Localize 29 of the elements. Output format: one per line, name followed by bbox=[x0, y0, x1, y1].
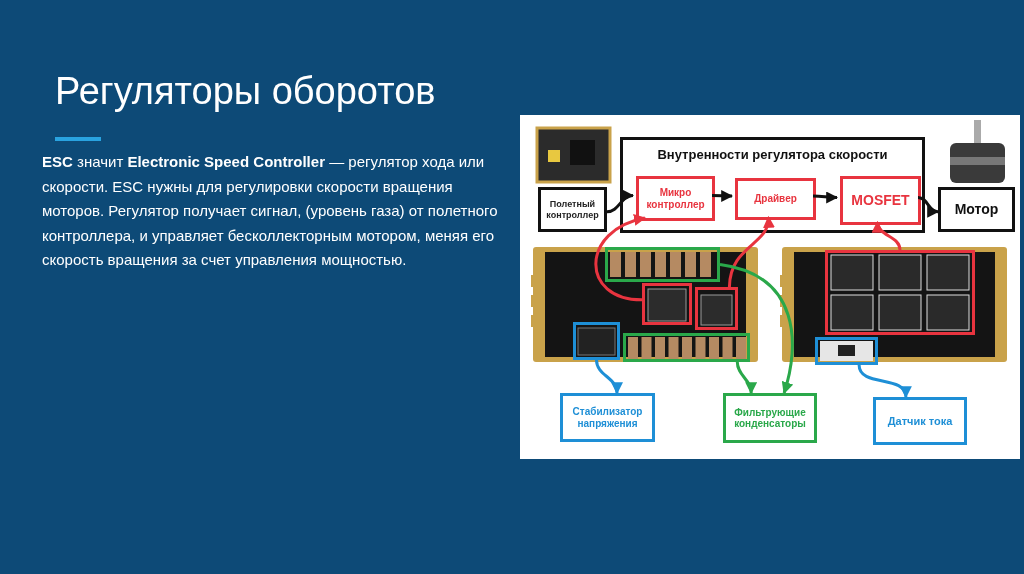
arrow bbox=[812, 191, 839, 204]
highlight-frame bbox=[642, 283, 692, 325]
arrow bbox=[735, 361, 757, 395]
flow-box: Микро контроллер bbox=[636, 176, 715, 221]
highlight-frame bbox=[573, 322, 620, 360]
arrow bbox=[712, 189, 734, 202]
flow-box: Мотор bbox=[938, 187, 1015, 232]
callout-box: Датчик тока bbox=[873, 397, 967, 445]
flow-box: Драйвер bbox=[735, 178, 816, 220]
highlight-frame bbox=[825, 250, 975, 335]
highlight-frame bbox=[815, 337, 878, 365]
arrow bbox=[595, 359, 622, 395]
group-box bbox=[620, 137, 925, 233]
description-text: ESC значит Electronic Speed Controller — регулятор хода или скорости. ESC нужны для регулировки скорости вращения моторов. Регулятор получает сигнал, (уровень газа) от полетного контроллера, и управляет бесколлекторным мотором, меняя его скорость вращения за счет управления мощностью. bbox=[42, 152, 499, 271]
arrow bbox=[719, 263, 794, 395]
arrow bbox=[594, 215, 646, 302]
arrow bbox=[727, 215, 774, 288]
highlight-frame bbox=[605, 247, 720, 282]
arrow bbox=[917, 196, 940, 217]
highlight-frame bbox=[623, 333, 750, 362]
arrow bbox=[606, 190, 635, 214]
flow-box: MOSFET bbox=[840, 176, 921, 225]
highlight-frame bbox=[695, 287, 738, 330]
arrow bbox=[873, 220, 902, 251]
flow-box: Полетный контроллер bbox=[538, 187, 607, 232]
group-title: Внутренности регулятора скорости bbox=[657, 148, 888, 163]
callout-box: Стабилизатор напряжения bbox=[560, 393, 655, 442]
slide-title: Регуляторы оборотов bbox=[55, 70, 436, 113]
callout-box: Фильтрующие конденсаторы bbox=[723, 393, 817, 443]
